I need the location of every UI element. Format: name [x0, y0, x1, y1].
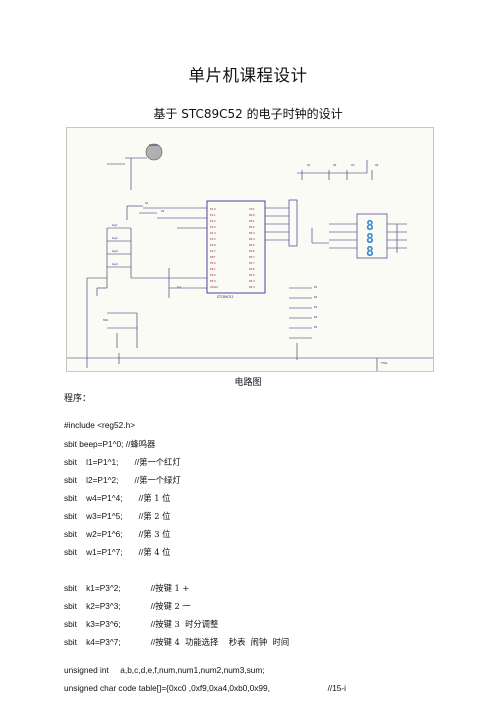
svg-text:P1.7: P1.7 — [210, 249, 216, 253]
figure-caption: 电路图 — [234, 378, 262, 388]
code-line: sbit beep=P1^0; //蜂鸣器 — [64, 439, 156, 449]
code-line: #include <reg52.h> — [64, 420, 136, 430]
code-line: sbit w2=P1^6; //第 3 位 — [64, 529, 171, 539]
svg-text:key3: key3 — [112, 250, 118, 253]
code-line: sbit l1=P1^1; //第一个红灯 — [64, 457, 181, 467]
svg-text:Q2: Q2 — [333, 164, 337, 167]
code-line: sbit l2=P1^2; //第一个绿灯 — [64, 475, 181, 485]
svg-text:8: 8 — [366, 245, 374, 260]
svg-text:SW1: SW1 — [103, 319, 109, 322]
svg-text:P1.6: P1.6 — [210, 243, 216, 247]
code-line: unsigned char code table[]={0xc0 ,0xf9,0… — [64, 683, 347, 693]
code-line: unsigned int a,b,c,d,e,f,num,num1,num2,n… — [64, 665, 265, 675]
svg-text:R3: R3 — [314, 306, 318, 309]
code-line: sbit k3=P3^6; //按键 3 时分调整 — [64, 619, 219, 629]
svg-text:P1.1: P1.1 — [210, 213, 216, 217]
svg-text:VCC: VCC — [249, 207, 255, 211]
svg-text:P3.3: P3.3 — [210, 279, 216, 283]
svg-text:P2.6: P2.6 — [249, 267, 255, 271]
svg-text:P2.7: P2.7 — [249, 261, 255, 265]
code-line: sbit k2=P3^3; //按键 2 一 — [64, 601, 191, 611]
svg-text:XTAL2: XTAL2 — [210, 285, 218, 289]
svg-text:R4: R4 — [314, 316, 318, 319]
svg-text:P3.0: P3.0 — [210, 261, 216, 265]
svg-text:key1: key1 — [112, 224, 118, 227]
svg-text:P1.3: P1.3 — [210, 225, 216, 229]
page-subtitle: 基于 STC89C52 的电子时钟的设计 — [153, 107, 343, 121]
svg-text:P1.5: P1.5 — [210, 237, 216, 241]
svg-text:P0.7: P0.7 — [249, 255, 255, 259]
code-line: sbit k4=P3^7; //按键 4 功能选择 秒表 闹钟 时间 — [64, 637, 290, 647]
svg-text:P3.2: P3.2 — [210, 273, 216, 277]
svg-text:P0.1: P0.1 — [249, 219, 255, 223]
svg-text:P0.3: P0.3 — [249, 231, 255, 235]
svg-text:P2.3: P2.3 — [249, 285, 255, 289]
svg-text:R1: R1 — [314, 286, 318, 289]
code-line: sbit w4=P1^4; //第 1 位 — [64, 493, 171, 503]
svg-text:Speaker: Speaker — [149, 144, 159, 147]
code-line: sbit w1=P1^7; //第 4 位 — [64, 547, 171, 557]
svg-text:P0.6: P0.6 — [249, 249, 255, 253]
svg-text:P1.2: P1.2 — [210, 219, 216, 223]
code-line: sbit k1=P3^2; //按键 1 + — [64, 583, 190, 593]
svg-text:P3.1: P3.1 — [210, 267, 216, 271]
svg-text:P1.0: P1.0 — [210, 207, 216, 211]
svg-text:R2: R2 — [314, 296, 318, 299]
svg-text:Q4: Q4 — [375, 164, 379, 167]
svg-text:8: 8 — [366, 232, 374, 247]
svg-text:8: 8 — [366, 219, 374, 234]
svg-text:P1.4: P1.4 — [210, 231, 216, 235]
svg-text:key4: key4 — [112, 263, 118, 266]
schematic-title-block: Title — [380, 361, 388, 365]
svg-text:R5: R5 — [314, 326, 318, 329]
code-line: sbit w3=P1^5; //第 2 位 — [64, 511, 171, 521]
svg-text:P2.5: P2.5 — [249, 273, 255, 277]
mcu-label: STC89C52 — [217, 295, 233, 299]
svg-text:P0.4: P0.4 — [249, 237, 255, 241]
svg-text:D2: D2 — [161, 210, 165, 213]
svg-text:P2.4: P2.4 — [249, 279, 255, 283]
svg-text:Cry: Cry — [177, 286, 182, 289]
svg-text:P0.2: P0.2 — [249, 225, 255, 229]
svg-text:Q1: Q1 — [307, 164, 311, 167]
page-title: 单片机课程设计 — [188, 66, 308, 85]
svg-text:key2: key2 — [112, 237, 118, 240]
svg-text:Q3: Q3 — [351, 164, 355, 167]
svg-text:RST: RST — [210, 255, 215, 259]
svg-text:P0.5: P0.5 — [249, 243, 255, 247]
program-label: 程序： — [64, 394, 92, 404]
svg-text:D1: D1 — [145, 202, 149, 205]
svg-text:P0.0: P0.0 — [249, 213, 255, 217]
